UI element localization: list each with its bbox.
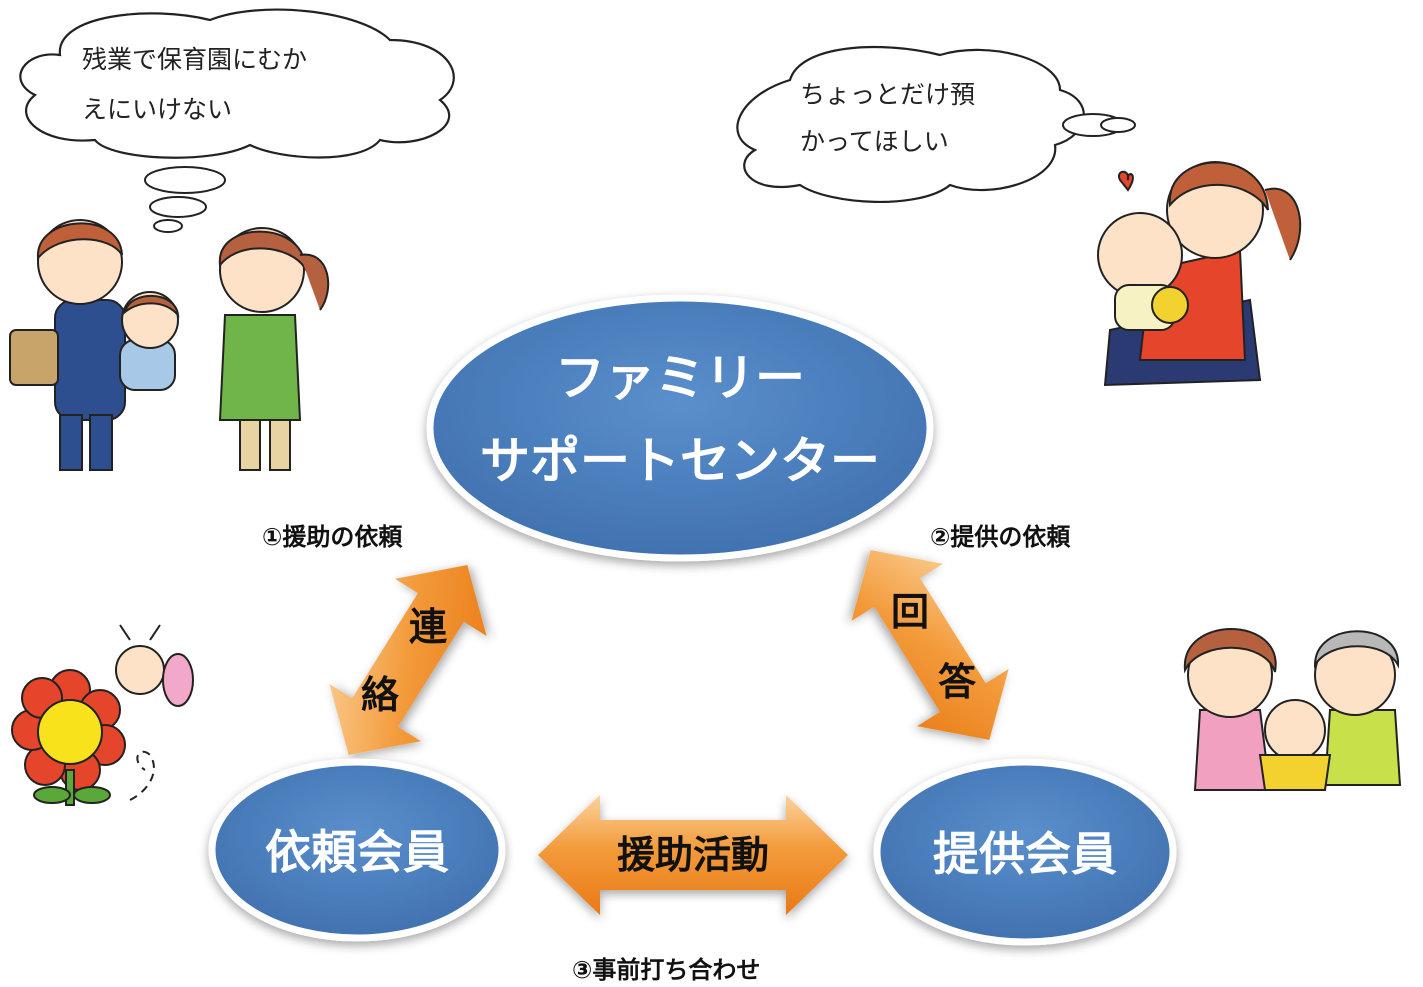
- step1-label: ①援助の依頼: [262, 523, 403, 551]
- reply-arrow-char2: 答: [938, 660, 977, 704]
- support-activity-arrow: 援助活動: [538, 795, 848, 915]
- reply-arrow: 回 答: [851, 550, 1009, 740]
- grandparents-with-baby-illustration: [1183, 628, 1402, 791]
- step2-label: ②提供の依頼: [930, 523, 1071, 551]
- center-node: ファミリー サポートセンター: [426, 294, 934, 562]
- bubble-left-line2: えにいけない: [82, 95, 232, 124]
- parent-handing-baby-illustration: [9, 219, 330, 471]
- bubble-right-line1: ちょっとだけ預: [800, 80, 975, 109]
- contact-arrow-char1: 連: [409, 605, 448, 649]
- provider-node: 提供会員: [873, 758, 1177, 946]
- thought-bubble-right: ちょっとだけ預 かってほしい: [736, 45, 1136, 204]
- mother-holding-baby-illustration: [1097, 161, 1302, 387]
- bubble-right-line2: かってほしい: [800, 127, 949, 156]
- contact-arrow: 連 絡: [329, 565, 487, 755]
- step3-label: ③事前打ち合わせ: [572, 956, 760, 984]
- contact-arrow-char2: 絡: [361, 673, 399, 717]
- reply-arrow-char1: 回: [891, 590, 929, 634]
- requester-node-label: 依頼会員: [265, 825, 449, 879]
- flower-and-bee-illustration: [11, 624, 194, 806]
- bubble-left-line1: 残業で保育園にむか: [82, 45, 307, 74]
- center-node-line2: サポートセンター: [480, 432, 880, 490]
- provider-node-label: 提供会員: [933, 827, 1117, 881]
- support-activity-label: 援助活動: [617, 833, 769, 877]
- requester-node: 依頼会員: [208, 758, 506, 942]
- center-node-line1: ファミリー: [555, 349, 805, 407]
- thought-bubble-left: 残業で保育園にむか えにいけない: [19, 8, 455, 233]
